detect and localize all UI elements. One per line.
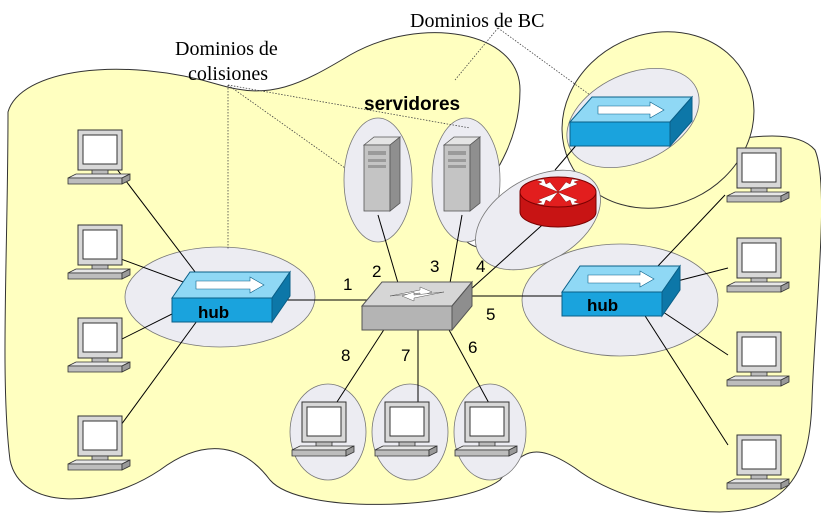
hub-right-label: hub xyxy=(587,296,618,315)
cables xyxy=(109,134,729,446)
router-arrows-icon xyxy=(535,178,581,206)
port-label-1: 1 xyxy=(343,275,352,294)
collision-domains-label-line1: Dominios de xyxy=(175,38,278,60)
hub-right xyxy=(561,264,681,318)
server-icon-1 xyxy=(363,136,401,212)
port-label-8: 8 xyxy=(341,346,350,365)
port-label-7: 7 xyxy=(401,346,410,365)
port-label-5: 5 xyxy=(486,305,495,324)
hub-left xyxy=(171,270,291,324)
collision-domains-label-line2: colisiones xyxy=(188,63,268,85)
bc-domain-main xyxy=(4,32,821,513)
hub-arrow-icon xyxy=(195,276,265,294)
port-label-2: 2 xyxy=(372,262,381,281)
server-icon-2 xyxy=(443,136,481,212)
port-label-6: 6 xyxy=(468,338,477,357)
central-switch xyxy=(360,280,474,332)
hub-arrow-icon xyxy=(587,270,655,288)
port-label-3: 3 xyxy=(430,257,439,276)
router xyxy=(519,176,597,228)
callout-lines xyxy=(227,27,591,250)
switch-arrows-icon xyxy=(389,286,445,302)
hub-left-label: hub xyxy=(198,303,229,322)
switch-upper xyxy=(568,95,694,148)
switch-arrow-icon xyxy=(597,101,665,119)
bc-domains-label: Dominios de BC xyxy=(410,10,544,32)
servers-label: servidores xyxy=(364,94,460,115)
port-label-4: 4 xyxy=(476,257,485,276)
